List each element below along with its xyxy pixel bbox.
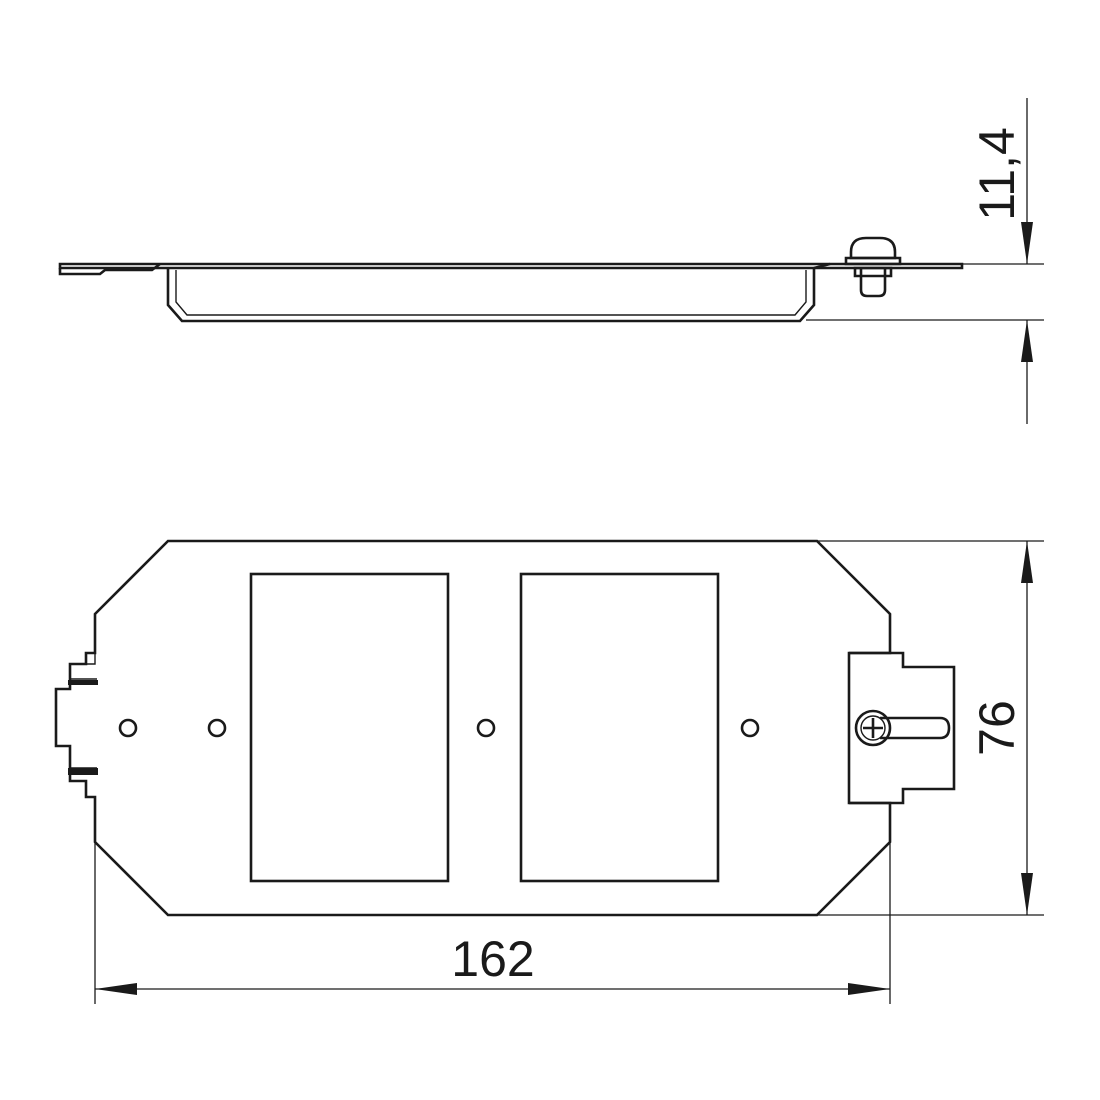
- left-clip-slot-bottom: [68, 768, 98, 775]
- left-clip: [70, 678, 97, 769]
- left-clip-slot-top: [68, 680, 98, 685]
- width-dimension: 162: [94, 842, 891, 1004]
- mounting-hole-2: [207, 718, 227, 738]
- socket-opening-right: [519, 572, 720, 883]
- side-view-left-tab: [58, 262, 161, 276]
- screw-cross: [863, 718, 883, 738]
- side-view-right-step: [813, 262, 831, 270]
- width-arrow-left: [95, 983, 137, 995]
- socket-opening-left: [249, 572, 450, 883]
- height-label: 11,4: [969, 127, 1025, 221]
- side-view-screw-nut: [853, 266, 893, 278]
- depth-arrow-down: [1021, 873, 1033, 915]
- top-view: [54, 539, 956, 917]
- screw-icon: [854, 709, 892, 747]
- depth-dimension: 76: [817, 540, 1044, 916]
- side-view-body-inner: [175, 270, 807, 316]
- left-clip-notch: [86, 653, 96, 798]
- plate-outline: [54, 539, 892, 917]
- mounting-hole-3: [476, 718, 496, 738]
- side-view: [58, 236, 964, 323]
- depth-arrow-up: [1021, 541, 1033, 583]
- right-bracket: [849, 651, 956, 805]
- keyhole-slot: [880, 716, 951, 740]
- width-arrow-right: [848, 983, 890, 995]
- screw-inner-ring: [860, 715, 886, 741]
- width-label: 162: [451, 931, 534, 987]
- mounting-hole-1: [118, 718, 138, 738]
- side-view-body: [166, 268, 816, 323]
- depth-label: 76: [969, 700, 1025, 756]
- side-view-screw-collar: [844, 256, 902, 266]
- side-view-screw-head: [849, 236, 897, 260]
- side-view-screw-shaft: [859, 268, 887, 298]
- height-dimension: 11,4: [800, 98, 1044, 424]
- side-view-flange: [58, 262, 964, 270]
- height-arrow-down: [1021, 222, 1033, 264]
- height-arrow-up: [1021, 320, 1033, 362]
- mounting-hole-4: [740, 718, 760, 738]
